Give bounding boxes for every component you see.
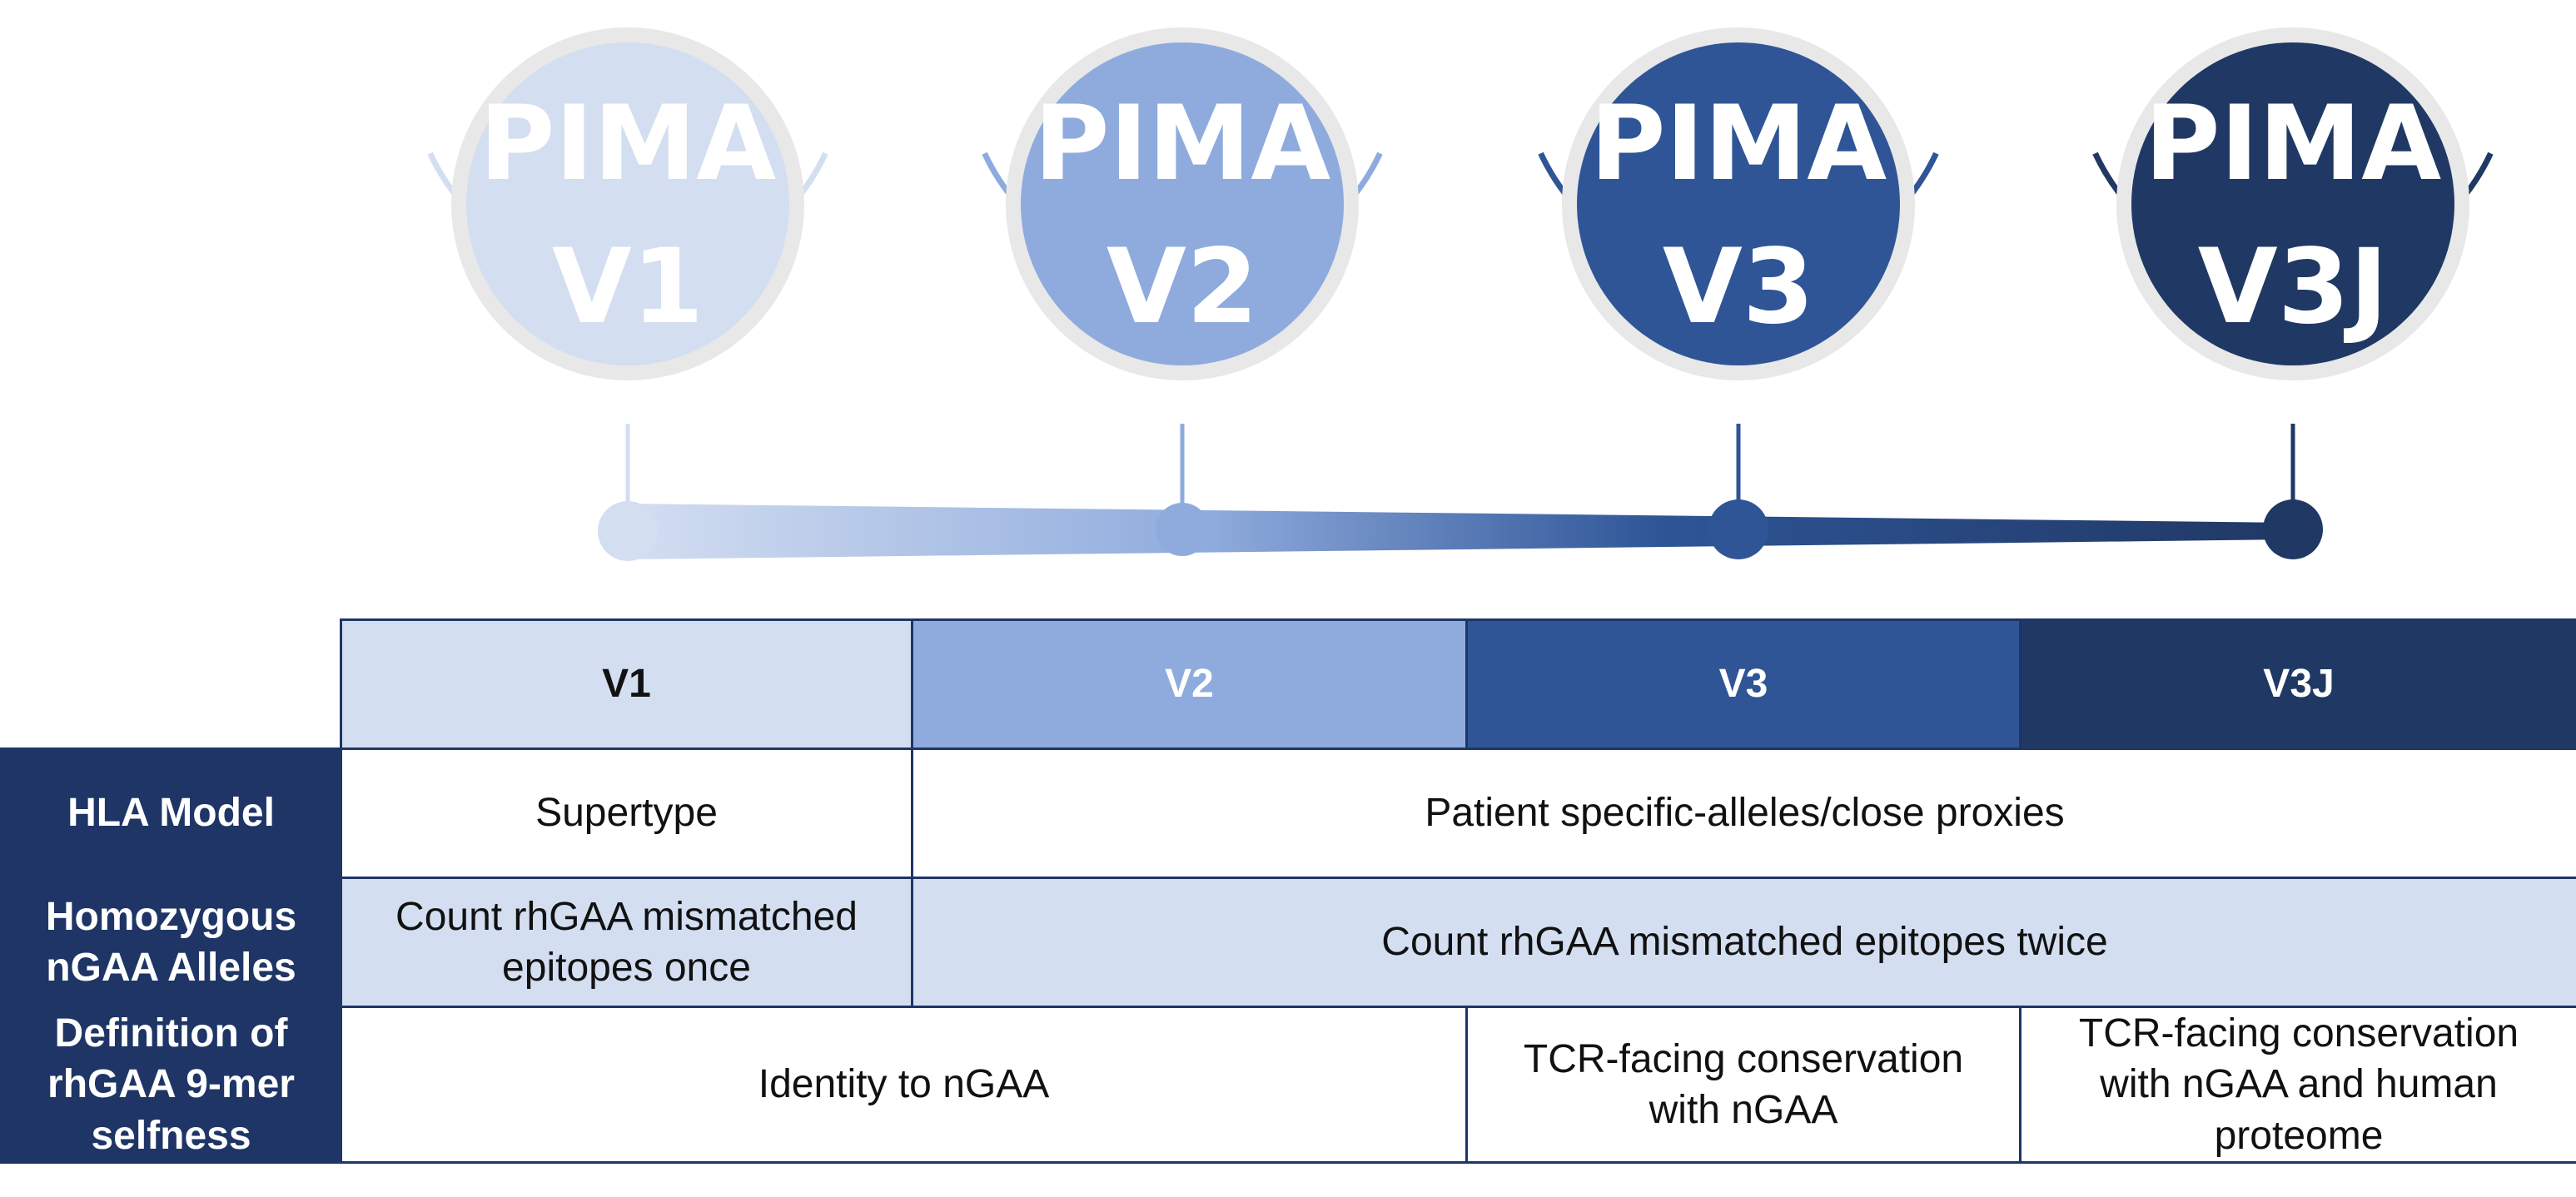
circle-v2 <box>1021 42 1344 365</box>
circle-label-line1-v2: PIMA <box>1034 84 1330 204</box>
cell-line: proteome <box>2214 1113 2384 1158</box>
table-row-selfness: Definition of rhGAA 9-mer selfness Ident… <box>0 1005 2576 1165</box>
cell-line: TCR-facing conservation <box>2078 1011 2519 1055</box>
cell-selfness-v3j: TCR-facing conservation with nGAA and hu… <box>2019 1005 2576 1165</box>
row-label-line: selfness <box>91 1113 251 1158</box>
row-label-line: Definition of <box>54 1011 288 1055</box>
row-label-homozygous: Homozygous nGAA Alleles <box>0 877 342 1008</box>
timeline-dot-v3j <box>2263 499 2323 559</box>
cell-hla-v2-v3j: Patient specific-alleles/close proxies <box>911 748 2576 879</box>
row-label-line: nGAA Alleles <box>46 946 296 990</box>
circle-v3j <box>2131 42 2454 365</box>
row-label-line: Homozygous <box>45 894 297 939</box>
circle-label-line1-v1: PIMA <box>480 84 776 204</box>
timeline-dot-v1 <box>598 501 658 561</box>
header-v2: V2 <box>911 618 1468 750</box>
cell-line: TCR-facing conservation <box>1523 1036 1964 1081</box>
timeline-dot-v2 <box>1156 503 1209 556</box>
header-v1: V1 <box>340 618 913 750</box>
version-timeline: PIMA V1 PIMA V2 PIMA V3 PIMA V3J <box>427 27 2494 561</box>
cell-line: Identity to nGAA <box>758 1062 1050 1107</box>
circle-v3 <box>1577 42 1900 365</box>
timeline-bar <box>626 504 2293 559</box>
circle-v1 <box>466 42 789 365</box>
cell-selfness-v1-v2: Identity to nGAA <box>340 1005 1468 1165</box>
circle-label-line2-v3j: V3J <box>2198 227 2388 347</box>
cell-homozygous-v2-v3j: Count rhGAA mismatched epitopes twice <box>911 877 2576 1008</box>
cell-line: with nGAA and human <box>2100 1062 2498 1107</box>
table-header-row: V1 V2 V3 V3J <box>1 618 2576 750</box>
table-row-homozygous: Homozygous nGAA Alleles Count rhGAA mism… <box>0 877 2576 1008</box>
row-label-line: rhGAA 9-mer <box>47 1062 295 1107</box>
cell-selfness-v3: TCR-facing conservation with nGAA <box>1465 1005 2022 1165</box>
comparison-table: V1 V2 V3 V3J HLA Model Supertype Patient… <box>0 618 2576 1165</box>
table-corner <box>1 619 341 749</box>
table-row-hla-model: HLA Model Supertype Patient specific-all… <box>0 748 2576 879</box>
cell-line: Count rhGAA mismatched epitopes twice <box>1381 920 2108 965</box>
header-v3j: V3J <box>2019 618 2576 750</box>
circle-label-line2-v1: V1 <box>552 227 704 347</box>
timeline-dot-v3 <box>1708 499 1768 559</box>
row-label-hla-model: HLA Model <box>0 748 342 879</box>
cell-hla-v1: Supertype <box>340 748 913 879</box>
cell-line: Count rhGAA mismatched <box>395 894 858 939</box>
cell-line: epitopes once <box>502 946 751 990</box>
row-label-selfness: Definition of rhGAA 9-mer selfness <box>0 1005 342 1165</box>
cell-line: with nGAA <box>1649 1088 1838 1133</box>
circle-label-line1-v3: PIMA <box>1590 84 1887 204</box>
header-v3: V3 <box>1465 618 2022 750</box>
circle-label-line1-v3j: PIMA <box>2145 84 2441 204</box>
circle-label-line2-v2: V2 <box>1106 227 1258 347</box>
cell-homozygous-v1: Count rhGAA mismatched epitopes once <box>340 877 913 1008</box>
circle-label-line2-v3: V3 <box>1663 227 1814 347</box>
